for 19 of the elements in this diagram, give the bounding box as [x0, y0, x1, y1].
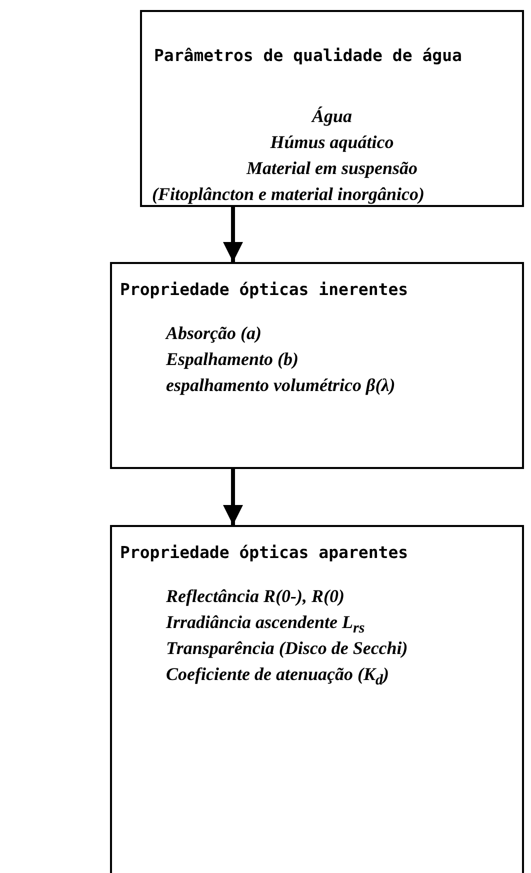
list-item: (Fitoplâncton e material inorgânico)	[152, 183, 425, 205]
list-item: Água	[310, 105, 354, 127]
list-item: Húmus aquático	[269, 131, 395, 153]
box-heading: Propriedade ópticas aparentes	[120, 543, 408, 562]
list-item: Reflectância R(0-), R(0)	[166, 585, 344, 607]
box-heading: Propriedade ópticas inerentes	[120, 280, 408, 299]
arrow	[223, 207, 243, 262]
text-box	[110, 262, 524, 469]
text-box	[140, 10, 524, 207]
list-item: Material em suspensão	[245, 157, 419, 179]
list-item: espalhamento volumétrico β(λ)	[166, 374, 396, 396]
list-item: Coeficiente de atenuação (K$_{d}$)	[166, 663, 389, 691]
list-item: Espalhamento (b)	[166, 348, 299, 370]
box-heading: Parâmetros de qualidade de água	[154, 46, 462, 65]
text-box	[110, 525, 524, 873]
list-item: Irradiância ascendente L$_{rs}$	[166, 611, 365, 639]
list-item: Transparência (Disco de Secchi)	[166, 637, 408, 659]
list-item: Absorção (a)	[166, 322, 262, 344]
arrow	[223, 469, 243, 525]
